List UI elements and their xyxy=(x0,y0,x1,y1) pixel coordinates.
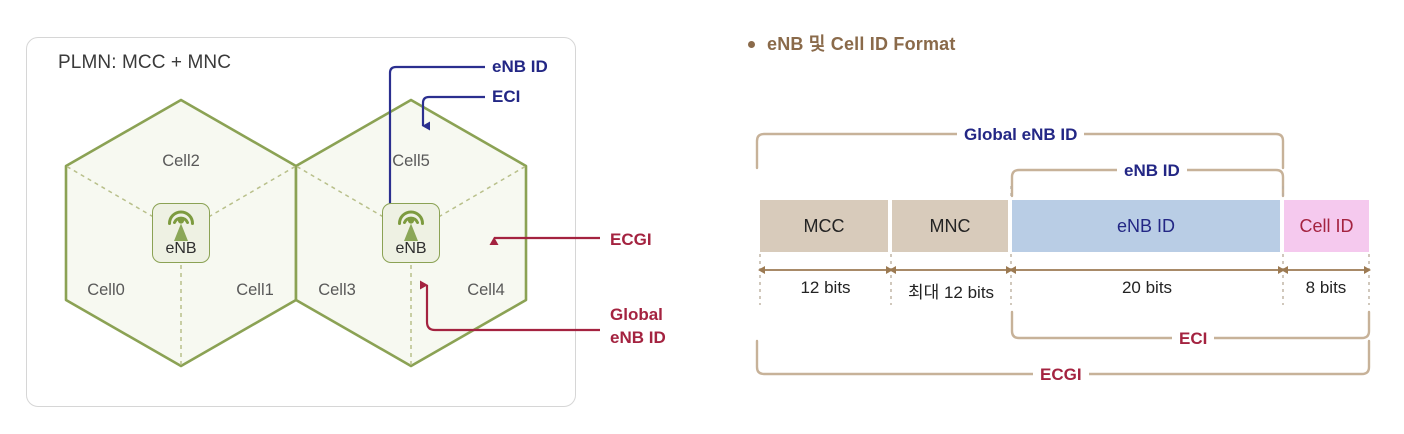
cell-label-cell2: Cell2 xyxy=(162,152,200,170)
cell-label-cell5: Cell5 xyxy=(392,152,430,170)
cell-label-cell4: Cell4 xyxy=(467,281,505,299)
bit-label-enbid: 20 bits xyxy=(1121,278,1173,297)
enb-tower-icon xyxy=(168,210,194,241)
cell-label-cell3: Cell3 xyxy=(318,281,356,299)
enb-left-label: eNB xyxy=(165,240,197,257)
bracket-label-enb-id: eNB ID xyxy=(1117,161,1187,181)
annotation-global-enb-id-line2: eNB ID xyxy=(610,328,666,347)
bitfield-segment-enbid-label: eNB ID xyxy=(1116,215,1176,236)
bracket-label-eci: ECI xyxy=(1172,329,1215,349)
enb-right-label: eNB xyxy=(395,240,427,257)
annotation-enb-id: eNB ID xyxy=(492,57,548,76)
enb-node-left: eNB xyxy=(152,203,210,263)
bitfield-segment-mcc-label: MCC xyxy=(803,215,845,236)
bitfield-segment-cellid-label: Cell ID xyxy=(1299,215,1354,236)
bitfield-segment-cellid: Cell ID xyxy=(1284,200,1369,252)
enb-tower-icon xyxy=(398,210,424,241)
bit-label-mcc: 12 bits xyxy=(800,278,851,297)
annotation-global-enb-id-line1: Global xyxy=(610,305,663,324)
bit-label-mnc: 최대 12 bits xyxy=(907,283,995,302)
bracket-label-global-enb-id: Global eNB ID xyxy=(957,125,1085,145)
cell-label-cell1: Cell1 xyxy=(236,281,274,299)
bitfield-segment-mnc: MNC xyxy=(892,200,1010,252)
annotation-eci: ECI xyxy=(492,87,521,106)
bitfield-segment-enbid: eNB ID xyxy=(1012,200,1282,252)
bit-label-cellid: 8 bits xyxy=(1305,278,1347,297)
enb-node-right: eNB xyxy=(382,203,440,263)
section-heading-label: eNB 및 Cell ID Format xyxy=(767,34,956,54)
bracket-label-ecgi: ECGI xyxy=(1033,365,1089,385)
cell-label-cell0: Cell0 xyxy=(87,281,125,299)
annotation-ecgi: ECGI xyxy=(610,230,652,249)
plmn-title: PLMN: MCC + MNC xyxy=(58,52,232,73)
bitfield-segment-mnc-label: MNC xyxy=(929,215,971,236)
section-heading: eNB 및 Cell ID Format xyxy=(748,30,956,56)
bitfield-segment-mcc: MCC xyxy=(760,200,890,252)
bullet-point-icon xyxy=(748,40,755,48)
